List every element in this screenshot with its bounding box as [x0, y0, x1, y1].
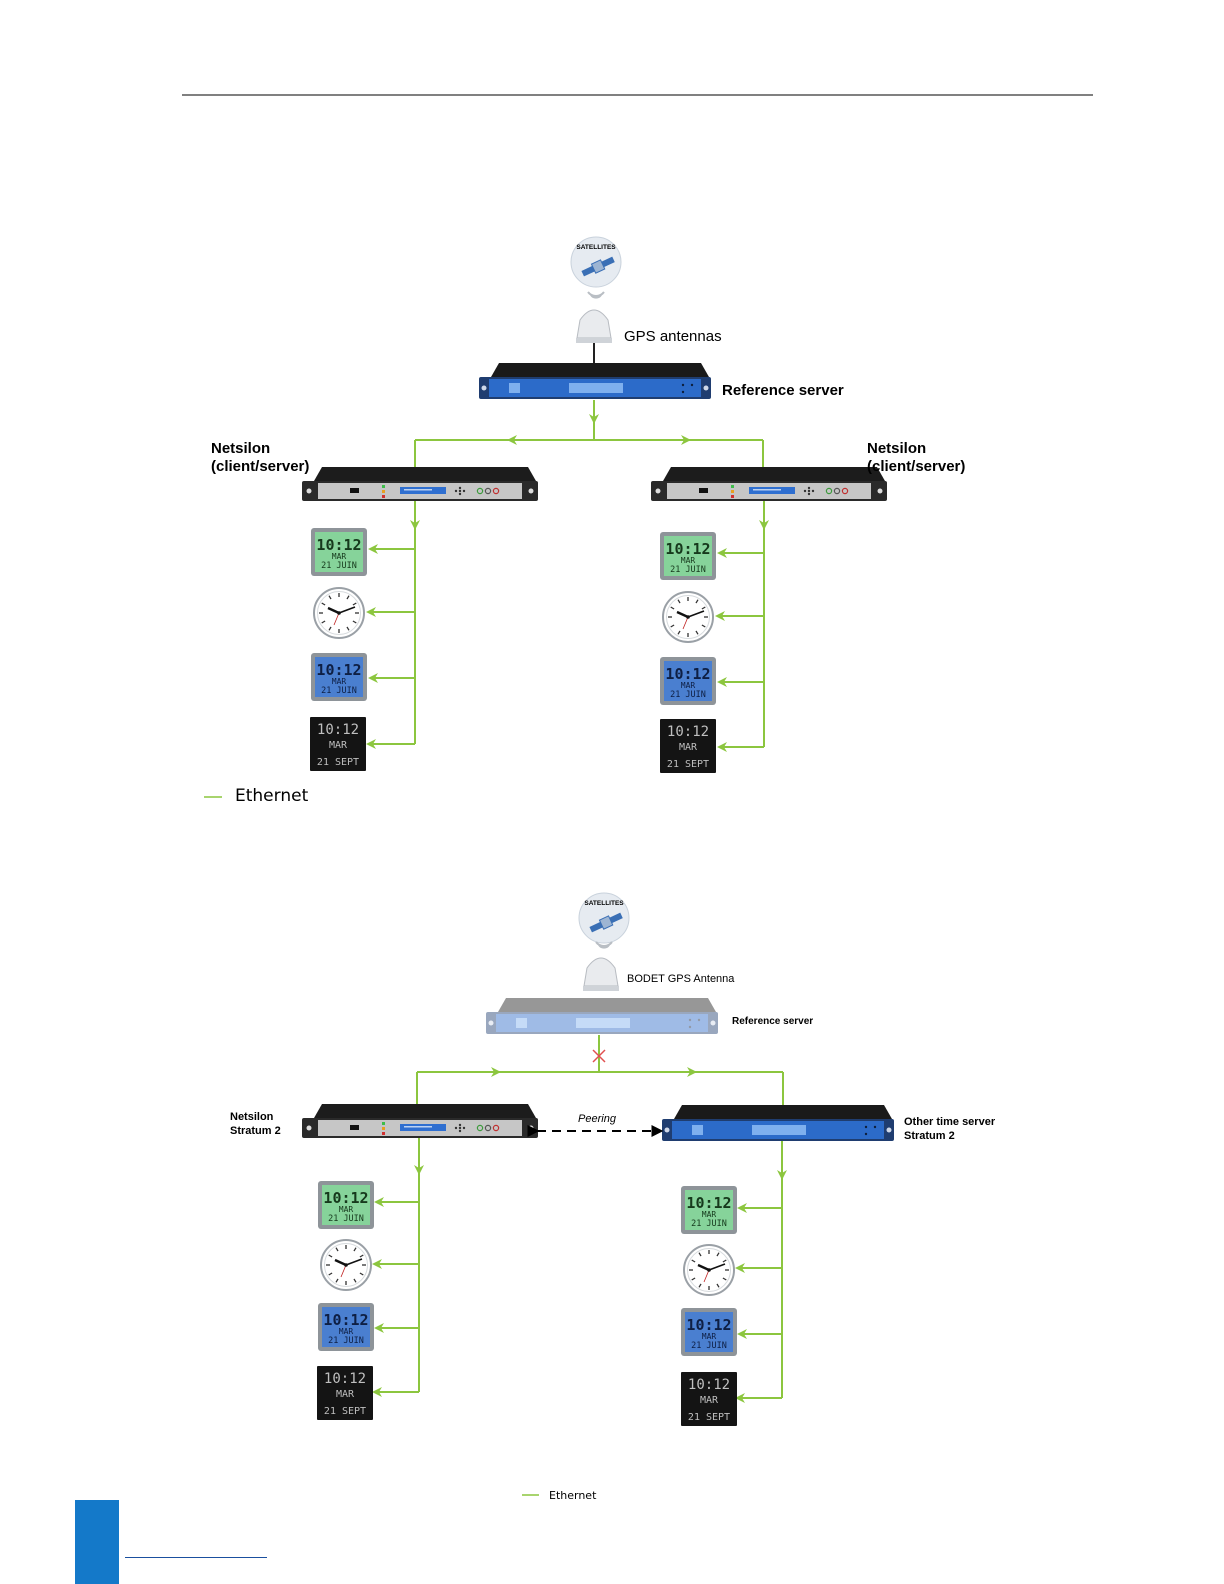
- svg-text:21 JUIN: 21 JUIN: [321, 686, 357, 696]
- page-tab: [75, 1500, 119, 1584]
- satellite-label: SATELLITES: [576, 244, 616, 251]
- right-server-label-line2: (client/server): [867, 458, 965, 475]
- gps-antenna-icon: [575, 309, 613, 344]
- lcd-green-clock: 10:12 MAR 21 JUIN: [681, 1186, 737, 1234]
- antenna-label: GPS antennas: [624, 328, 722, 345]
- netsilon-server-icon: [301, 1103, 539, 1139]
- lcd-blue-clock: 10:12 MAR 21 JUIN: [318, 1303, 374, 1351]
- other-time-server-icon: [662, 1105, 894, 1141]
- netsilon-server-right-icon: [650, 466, 888, 502]
- gps-antenna-icon: [582, 957, 620, 992]
- ethernet-links: [366, 400, 769, 752]
- reference-server-label: Reference server: [722, 382, 844, 399]
- svg-text:MAR: MAR: [336, 1389, 355, 1400]
- lcd-green-clock: 10:12 MAR 21 JUIN: [311, 528, 367, 576]
- lcd-green-clock: 10:12 MAR 21 JUIN: [660, 532, 716, 580]
- svg-text:MAR: MAR: [332, 677, 347, 686]
- diagram-gps-netsilon: SATELLITES GPS antennas Reference server: [204, 236, 965, 806]
- svg-text:21 JUIN: 21 JUIN: [328, 1214, 364, 1224]
- netsilon-server-left-icon: [301, 466, 539, 502]
- svg-text:21 SEPT: 21 SEPT: [667, 759, 709, 770]
- svg-text:MAR: MAR: [681, 681, 696, 690]
- led-clock: 10:12 MAR 21 SEPT: [681, 1372, 737, 1426]
- lcd-blue-clock: 10:12 MAR 21 JUIN: [681, 1308, 737, 1356]
- svg-text:10:12: 10:12: [686, 1194, 731, 1212]
- analog-clock-icon: [661, 590, 715, 644]
- svg-text:21 JUIN: 21 JUIN: [691, 1219, 727, 1229]
- left-server-label-line2: (client/server): [211, 458, 309, 475]
- analog-clock-icon: [312, 586, 366, 640]
- svg-text:10:12: 10:12: [667, 724, 709, 740]
- svg-text:10:12: 10:12: [665, 665, 710, 683]
- footer-rule: [125, 1557, 267, 1558]
- lcd-blue-clock: 10:12 MAR 21 JUIN: [311, 653, 367, 701]
- svg-text:10:12: 10:12: [323, 1189, 368, 1207]
- svg-text:21 SEPT: 21 SEPT: [688, 1412, 730, 1423]
- svg-text:21 JUIN: 21 JUIN: [328, 1336, 364, 1346]
- svg-text:MAR: MAR: [681, 556, 696, 565]
- reference-server-faded-icon: [486, 998, 718, 1034]
- svg-text:10:12: 10:12: [324, 1371, 366, 1387]
- svg-text:MAR: MAR: [339, 1327, 354, 1336]
- svg-text:10:12: 10:12: [688, 1377, 730, 1393]
- right-server-label-line1: Other time server: [904, 1116, 996, 1128]
- svg-text:10:12: 10:12: [686, 1316, 731, 1334]
- svg-text:10:12: 10:12: [316, 536, 361, 554]
- peering-label: Peering: [578, 1113, 617, 1125]
- right-server-label-line2: Stratum 2: [904, 1130, 955, 1142]
- svg-text:MAR: MAR: [332, 552, 347, 561]
- ethernet-links: [372, 1035, 787, 1403]
- lcd-green-clock: 10:12 MAR 21 JUIN: [318, 1181, 374, 1229]
- antenna-label: BODET GPS Antenna: [627, 973, 735, 985]
- led-clock: 10:12 MAR 21 SEPT: [317, 1366, 373, 1420]
- lcd-blue-clock: 10:12 MAR 21 JUIN: [660, 657, 716, 705]
- reference-server-label: Reference server: [732, 1016, 813, 1027]
- svg-text:21 SEPT: 21 SEPT: [324, 1406, 366, 1417]
- svg-text:21 JUIN: 21 JUIN: [321, 561, 357, 571]
- legend-label: Ethernet: [235, 786, 309, 806]
- led-clock: 10:12 MAR 21 SEPT: [310, 717, 366, 771]
- broken-link-icon: [592, 1049, 606, 1063]
- led-clock: 10:12 MAR 21 SEPT: [660, 719, 716, 773]
- satellite-label: SATELLITES: [584, 900, 624, 907]
- svg-text:MAR: MAR: [700, 1395, 719, 1406]
- diagram-peering: SATELLITES BODET GPS Antenna Reference s…: [230, 892, 996, 1502]
- svg-text:MAR: MAR: [329, 740, 348, 751]
- analog-clock-icon: [682, 1243, 736, 1297]
- left-server-label-line1: Netsilon: [211, 440, 270, 457]
- legend-label: Ethernet: [549, 1489, 597, 1502]
- svg-text:10:12: 10:12: [317, 722, 359, 738]
- left-server-label-line2: Stratum 2: [230, 1125, 281, 1137]
- analog-clock-icon: [319, 1238, 373, 1292]
- right-server-label-line1: Netsilon: [867, 440, 926, 457]
- reference-server-icon: [479, 363, 711, 399]
- svg-text:10:12: 10:12: [665, 540, 710, 558]
- svg-text:MAR: MAR: [339, 1205, 354, 1214]
- signal-waves-icon: [587, 291, 605, 299]
- svg-text:21 SEPT: 21 SEPT: [317, 757, 359, 768]
- svg-text:MAR: MAR: [702, 1332, 717, 1341]
- svg-text:21 JUIN: 21 JUIN: [670, 690, 706, 700]
- svg-text:10:12: 10:12: [323, 1311, 368, 1329]
- svg-text:21 JUIN: 21 JUIN: [691, 1341, 727, 1351]
- svg-text:21 JUIN: 21 JUIN: [670, 565, 706, 575]
- svg-text:MAR: MAR: [702, 1210, 717, 1219]
- svg-text:MAR: MAR: [679, 742, 698, 753]
- svg-text:10:12: 10:12: [316, 661, 361, 679]
- left-server-label-line1: Netsilon: [230, 1111, 274, 1123]
